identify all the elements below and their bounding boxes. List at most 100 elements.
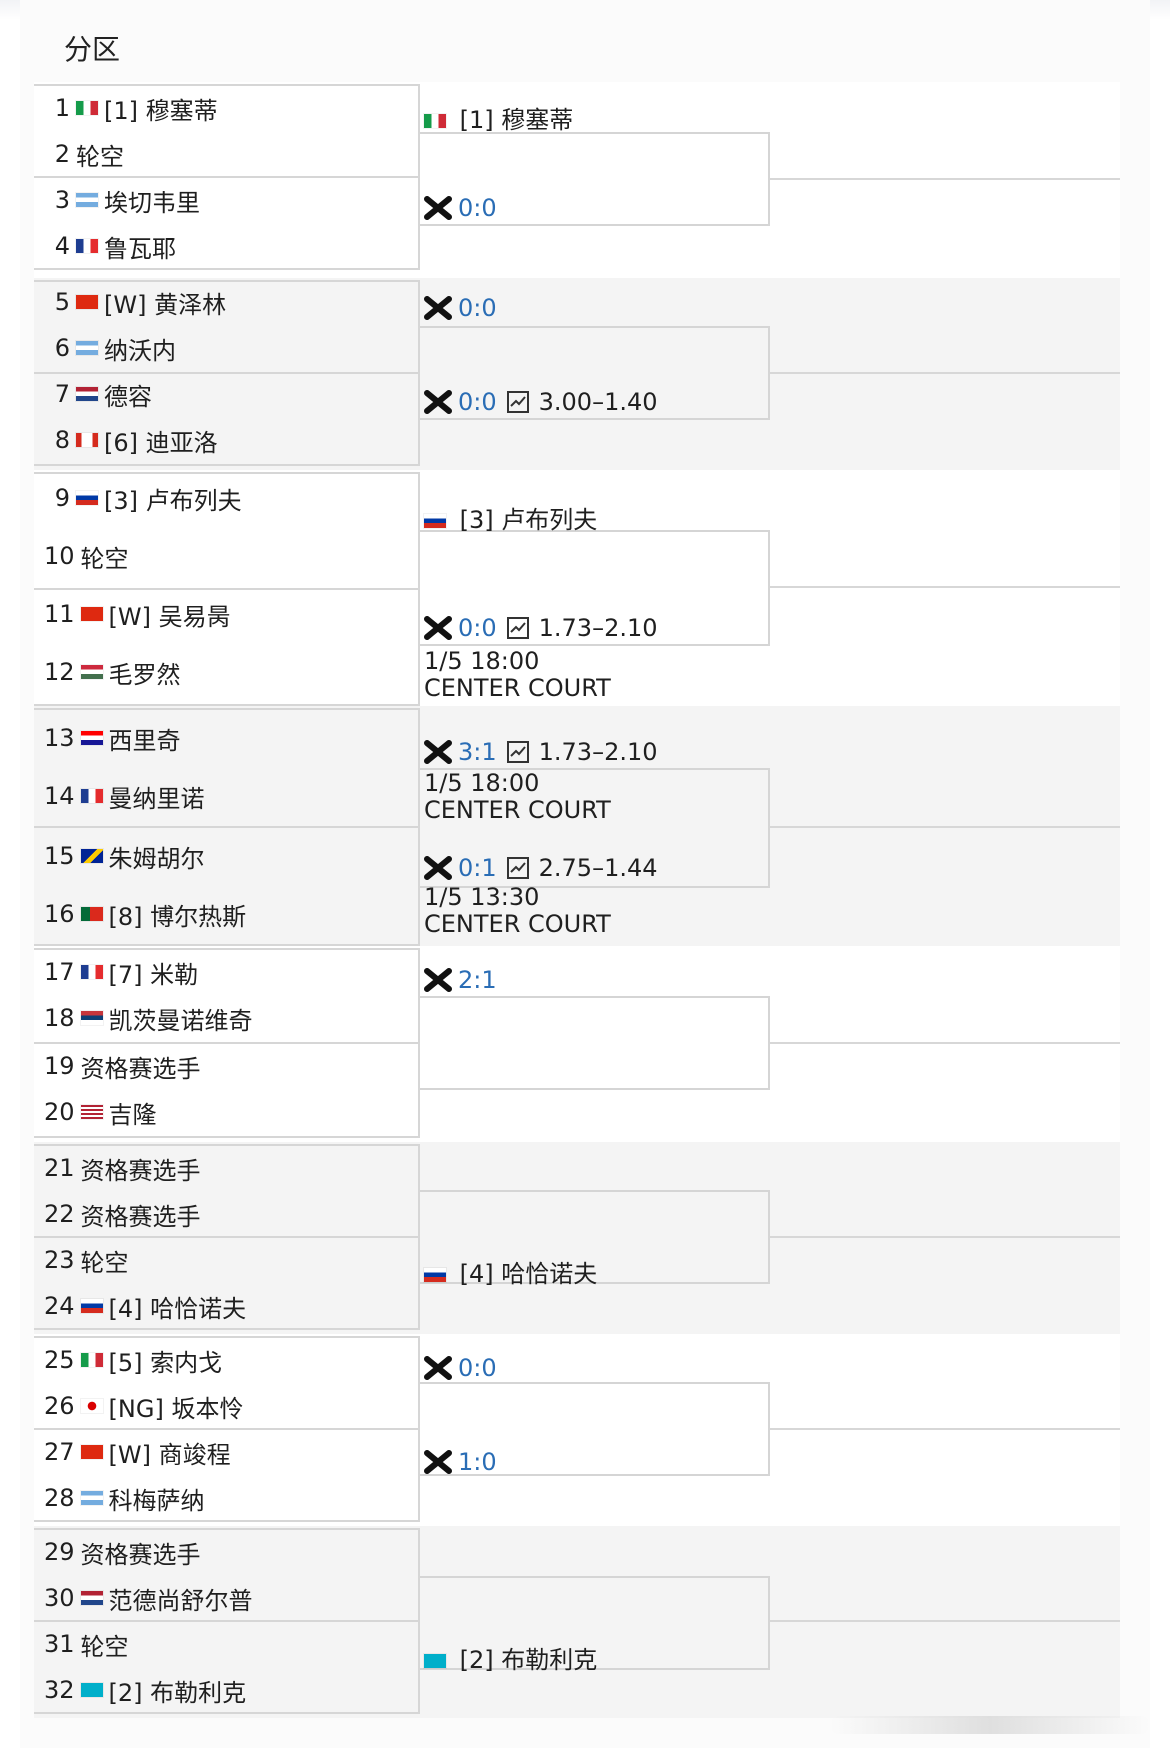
player-row[interactable]: 4 鲁瓦耶 <box>44 224 176 268</box>
player-row[interactable]: 10 轮空 <box>44 534 129 578</box>
player-row[interactable]: 3 埃切韦里 <box>44 178 200 222</box>
match-score-row[interactable]: 0:0 3.00–1.40 <box>424 388 658 416</box>
odds: 3.00–1.40 <box>538 388 658 416</box>
russia-flag-icon <box>424 1268 446 1282</box>
advanced-player[interactable]: [4] 哈恰诺夫 <box>424 1254 597 1289</box>
player-row[interactable]: 9 [3] 卢布列夫 <box>44 476 242 520</box>
round2-match-7 <box>420 1382 770 1476</box>
round2-match-6 <box>420 1190 770 1284</box>
line-chart-icon[interactable] <box>506 857 529 879</box>
line-chart-icon[interactable] <box>506 741 529 763</box>
round2-match-3 <box>420 530 770 646</box>
player-name: 鲁瓦耶 <box>104 234 176 263</box>
connector-line <box>770 372 1120 374</box>
player-row[interactable]: 19 资格赛选手 <box>44 1044 201 1088</box>
player-row[interactable]: 22 资格赛选手 <box>44 1192 201 1236</box>
player-name: [3] 卢布列夫 <box>104 486 242 515</box>
seed-number: 10 <box>44 542 75 570</box>
seed-number: 3 <box>54 186 70 214</box>
usa-flag-icon <box>80 1105 103 1119</box>
match-score-row[interactable]: 3:1 1.73–2.10 <box>424 738 658 766</box>
player-row[interactable]: 13 西里奇 <box>44 716 181 760</box>
advanced-player[interactable]: [2] 布勒利克 <box>424 1640 597 1675</box>
player-row[interactable]: 5 [W] 黄泽林 <box>44 280 226 324</box>
player-name: [W] 商竣程 <box>108 1440 231 1469</box>
match-score-row[interactable]: 0:0 1.73–2.10 <box>424 614 658 642</box>
player-name: [NG] 坂本怜 <box>108 1394 244 1423</box>
connector-line <box>770 826 1120 828</box>
round2-match-8 <box>420 1576 770 1670</box>
seed-number: 20 <box>44 1098 75 1126</box>
player-row[interactable]: 29 资格赛选手 <box>44 1530 201 1574</box>
player-row[interactable]: 11 [W] 吴易昺 <box>44 592 231 636</box>
player-name: [1] 穆塞蒂 <box>459 106 574 134</box>
player-row[interactable]: 8 [6] 迪亚洛 <box>44 418 218 462</box>
round2-match-1 <box>420 132 770 226</box>
player-name: 曼纳里诺 <box>108 784 205 813</box>
round2-match-4 <box>420 768 770 888</box>
player-row[interactable]: 31 轮空 <box>44 1622 129 1666</box>
match-score-row[interactable]: 0:0 <box>424 194 507 222</box>
round2-match-5 <box>420 996 770 1090</box>
connector-line <box>770 1428 1120 1430</box>
advanced-player[interactable]: [1] 穆塞蒂 <box>424 100 573 135</box>
player-row[interactable]: 27 [W] 商竣程 <box>44 1430 231 1474</box>
seed-number: 8 <box>54 426 70 454</box>
match-score-row[interactable]: 0:1 2.75–1.44 <box>424 854 658 882</box>
odds: 1.73–2.10 <box>538 738 658 766</box>
italy-flag-icon <box>424 114 446 128</box>
match-score-row[interactable]: 0:0 <box>424 1354 507 1382</box>
player-row[interactable]: 2 轮空 <box>44 132 124 176</box>
score: 1:0 <box>458 1448 497 1476</box>
player-row[interactable]: 30 范德尚舒尔普 <box>44 1576 253 1620</box>
player-row[interactable]: 28 科梅萨纳 <box>44 1476 205 1520</box>
seed-number: 15 <box>44 842 75 870</box>
match-score-row[interactable]: 0:0 <box>424 294 507 322</box>
italy-flag-icon <box>76 101 98 115</box>
player-row[interactable]: 14 曼纳里诺 <box>44 774 205 818</box>
advanced-player[interactable]: [3] 卢布列夫 <box>424 500 597 535</box>
band-7 <box>34 1334 1120 1526</box>
player-row[interactable]: 18 凯茨曼诺维奇 <box>44 996 253 1040</box>
player-row[interactable]: 24 [4] 哈恰诺夫 <box>44 1284 246 1328</box>
connector-line <box>770 178 1120 180</box>
player-row[interactable]: 1 [1] 穆塞蒂 <box>44 86 218 130</box>
bosnia-flag-icon <box>80 849 103 863</box>
match-box-4 <box>34 372 420 466</box>
match-score-row[interactable]: 1:0 <box>424 1448 507 1476</box>
crossed-rackets-icon <box>424 390 452 414</box>
player-row[interactable]: 23 轮空 <box>44 1238 129 1282</box>
player-name: 轮空 <box>76 142 124 171</box>
player-name: [5] 索内戈 <box>108 1348 223 1377</box>
player-name: [3] 卢布列夫 <box>459 506 598 534</box>
crossed-rackets-icon <box>424 1356 452 1380</box>
match-score-row[interactable]: 2:1 <box>424 966 507 994</box>
hongkong-flag-icon <box>76 295 98 309</box>
match-box-2 <box>34 176 420 270</box>
connector-line <box>770 1236 1120 1238</box>
player-row[interactable]: 26 [NG] 坂本怜 <box>44 1384 243 1428</box>
player-name: [7] 米勒 <box>108 960 199 989</box>
match-court: CENTER COURT <box>424 674 611 702</box>
player-name: [2] 布勒利克 <box>459 1646 598 1674</box>
player-row[interactable]: 17 [7] 米勒 <box>44 950 198 994</box>
player-row[interactable]: 7 德容 <box>44 372 152 416</box>
seed-number: 31 <box>44 1630 75 1658</box>
player-row[interactable]: 32 [2] 布勒利克 <box>44 1668 246 1712</box>
player-row[interactable]: 6 纳沃内 <box>44 326 176 370</box>
score: 3:1 <box>458 738 497 766</box>
crossed-rackets-icon <box>424 968 452 992</box>
player-row[interactable]: 12 毛罗然 <box>44 650 181 694</box>
score: 0:0 <box>458 294 497 322</box>
line-chart-icon[interactable] <box>506 391 529 413</box>
score: 0:0 <box>458 1354 497 1382</box>
score: 0:0 <box>458 194 497 222</box>
player-row[interactable]: 20 吉隆 <box>44 1090 157 1134</box>
line-chart-icon[interactable] <box>506 617 529 639</box>
player-name: 毛罗然 <box>108 660 181 689</box>
odds: 1.73–2.10 <box>538 614 658 642</box>
player-row[interactable]: 15 朱姆胡尔 <box>44 834 205 878</box>
player-row[interactable]: 16 [8] 博尔热斯 <box>44 892 246 936</box>
player-row[interactable]: 25 [5] 索内戈 <box>44 1338 222 1382</box>
player-row[interactable]: 21 资格赛选手 <box>44 1146 201 1190</box>
